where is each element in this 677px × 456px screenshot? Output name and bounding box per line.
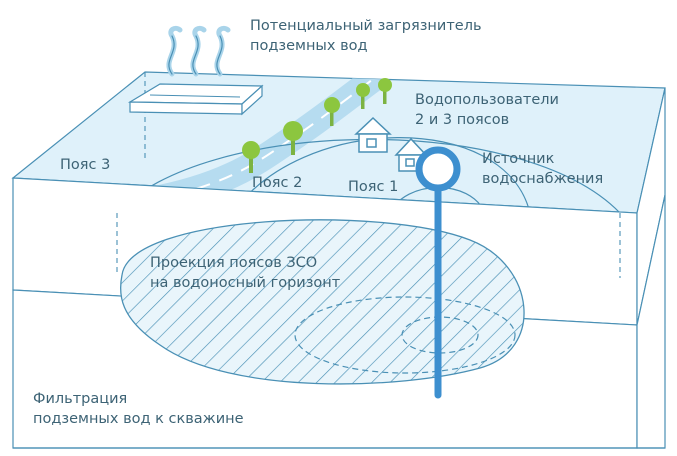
- house-icon: [354, 116, 428, 172]
- factory-icon: [127, 83, 264, 116]
- filtration-label-1: Фильтрация: [33, 391, 127, 407]
- zone3-label: Пояс 3: [60, 157, 110, 173]
- hidden-edges: [116, 72, 621, 278]
- smoke-icon: [166, 25, 231, 77]
- zone-projection-area: [119, 219, 525, 385]
- source-label-1: Источник: [482, 151, 555, 167]
- source-label-2: водоснабжения: [482, 171, 603, 187]
- users-label-2: 2 и 3 поясов: [415, 112, 509, 128]
- users-label-1: Водопользователи: [415, 92, 559, 108]
- tree-icon: [242, 78, 392, 173]
- projection-label-1: Проекция поясов ЗСО: [150, 255, 317, 271]
- zone2-label: Пояс 2: [252, 175, 302, 191]
- projection-label-2: на водоносный горизонт: [150, 275, 341, 291]
- zone1-label: Пояс 1: [348, 179, 398, 195]
- pollutant-label-2: подземных вод: [250, 38, 368, 54]
- zone2-boundary: [232, 137, 531, 213]
- well-icon: [415, 146, 461, 399]
- zone2-projection: [294, 296, 516, 374]
- pollutant-label-1: Потенциальный загрязнитель: [250, 18, 482, 34]
- filtration-label-2: подземных вод к скважине: [33, 411, 244, 427]
